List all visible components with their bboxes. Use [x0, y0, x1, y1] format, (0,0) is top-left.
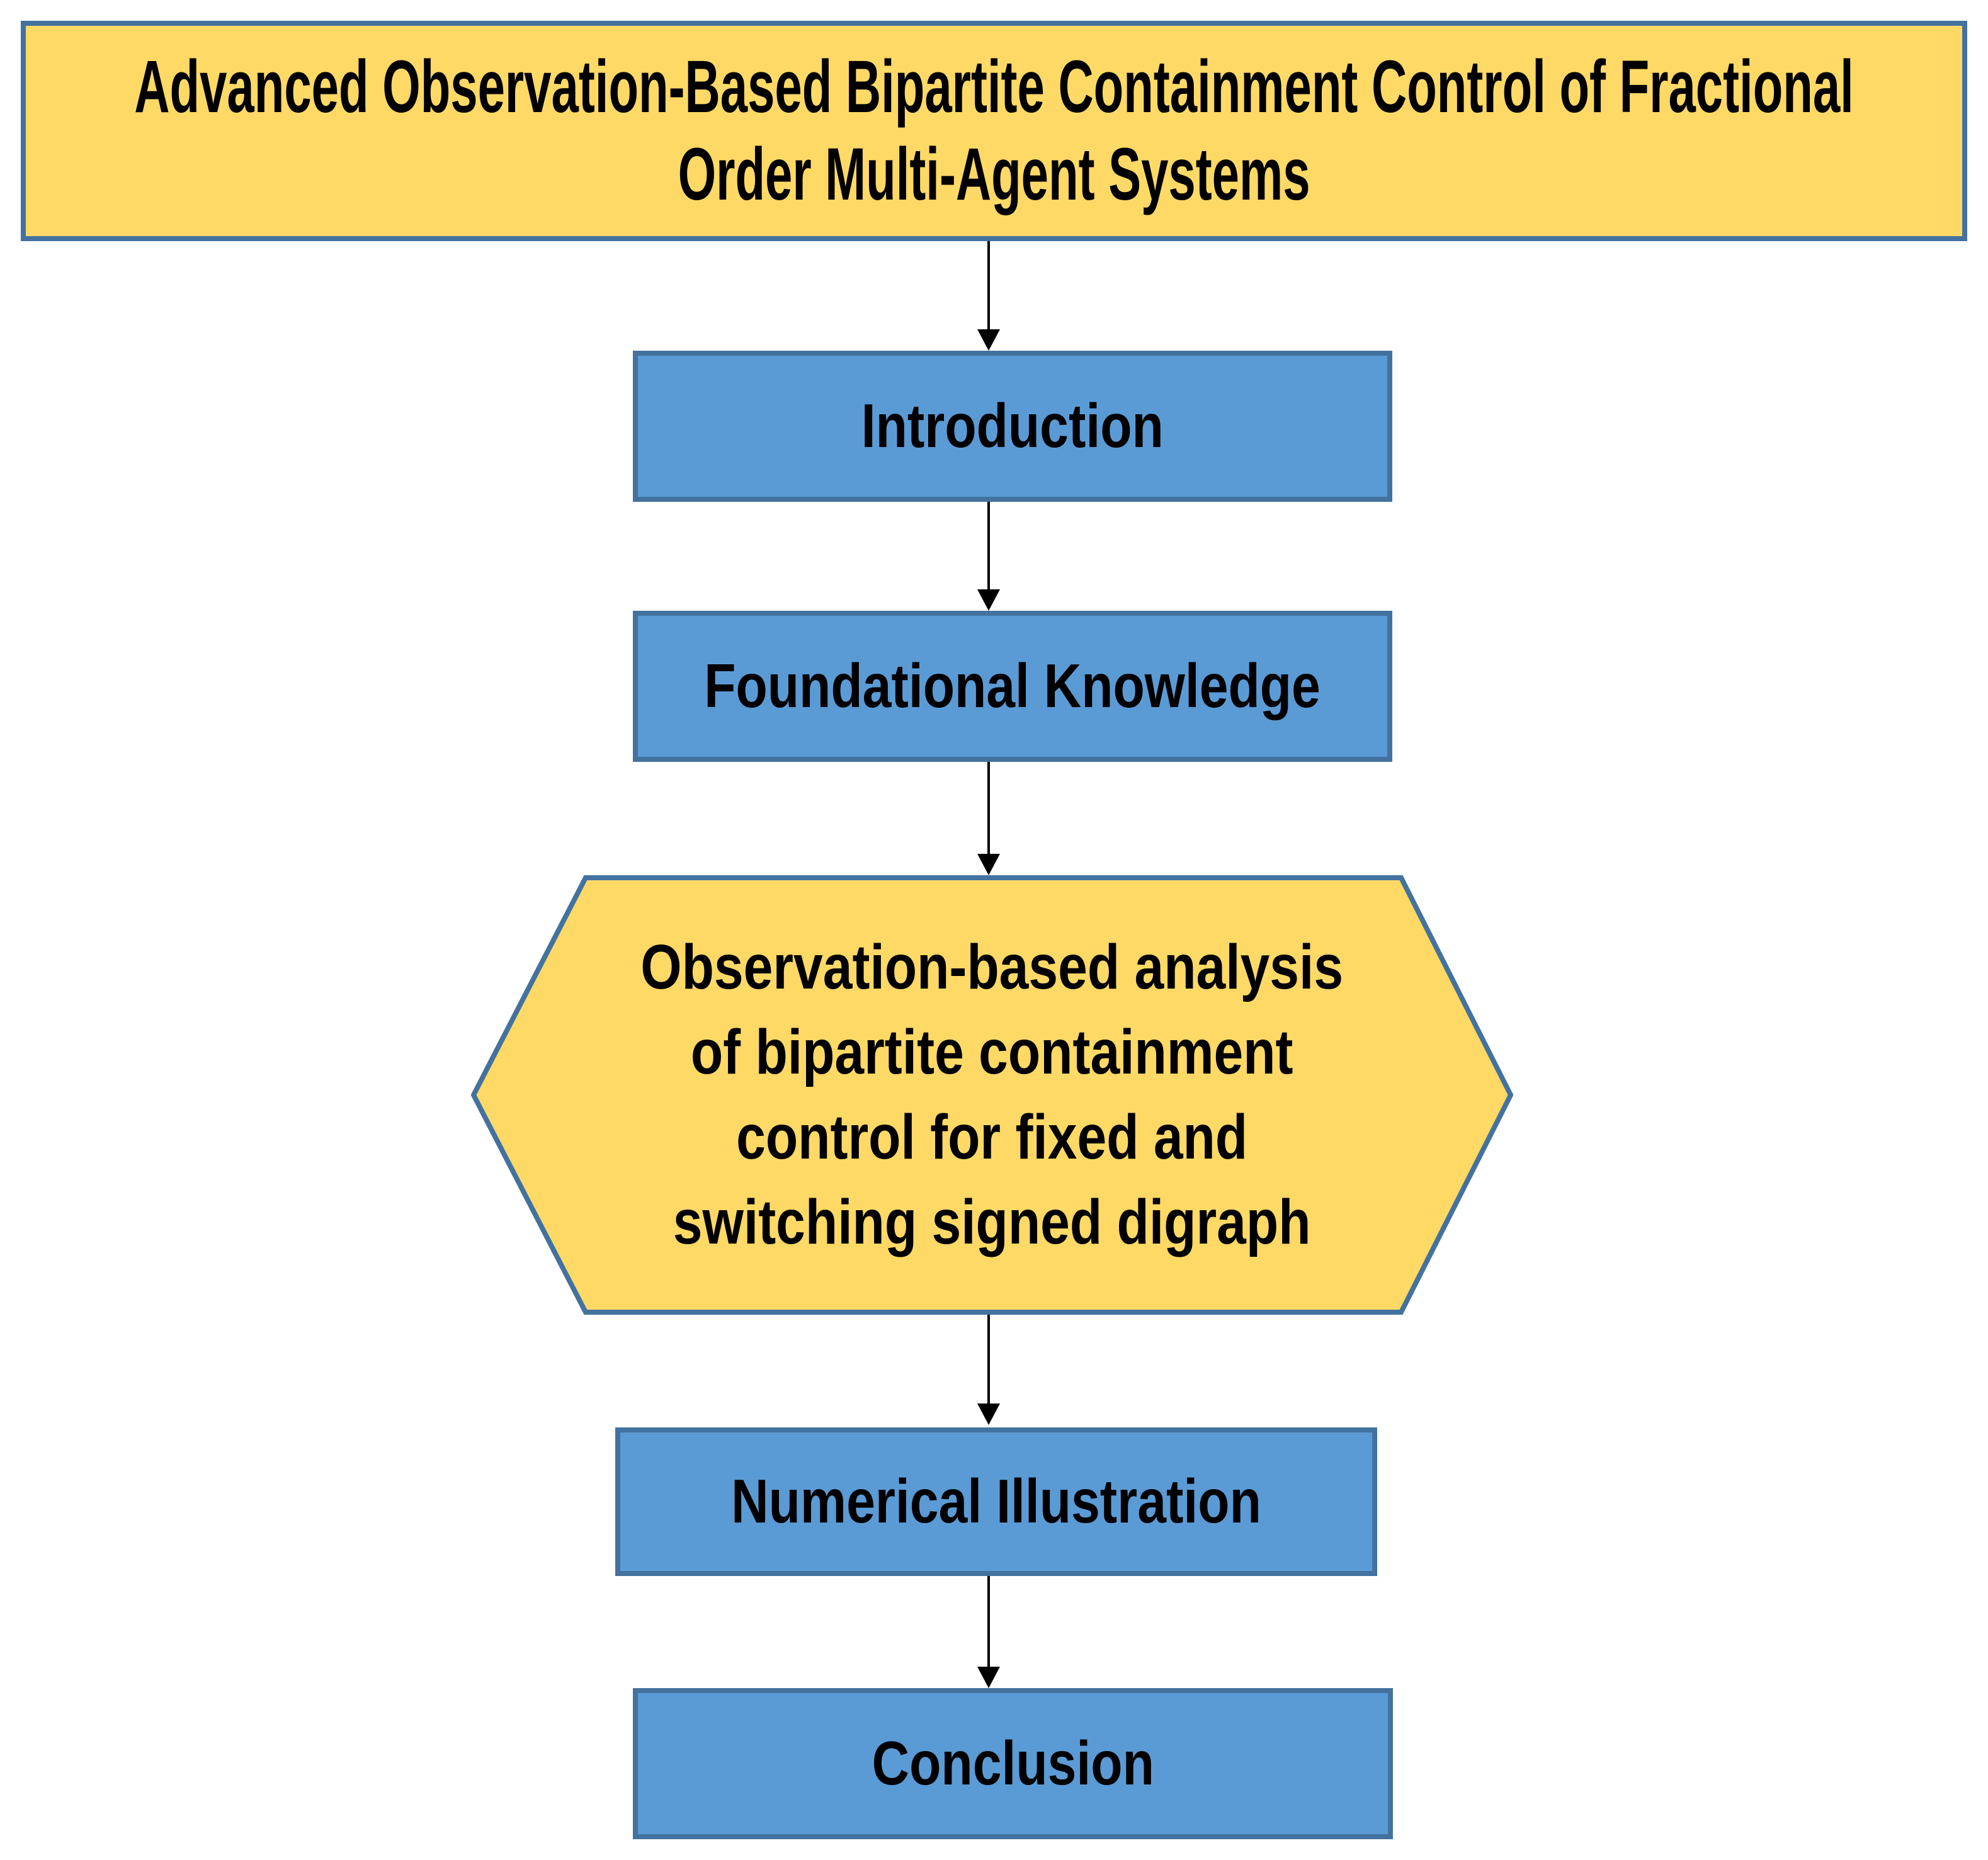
- arrow-observation-to-numerical: [977, 1315, 1000, 1425]
- arrow-shaft: [987, 762, 990, 856]
- foundational-knowledge-label: Foundational Knowledge: [704, 651, 1321, 721]
- node-conclusion: Conclusion: [633, 1688, 1393, 1839]
- arrow-head-icon: [977, 1667, 1000, 1688]
- arrow-head-icon: [977, 329, 1000, 351]
- node-observation-analysis: Observation-based analysis of bipartite …: [471, 875, 1513, 1315]
- arrow-head-icon: [977, 854, 1000, 875]
- arrow-shaft: [987, 1315, 990, 1406]
- arrow-shaft: [987, 502, 990, 592]
- arrow-title-to-introduction: [977, 241, 1000, 351]
- arrow-introduction-to-foundational: [977, 502, 1000, 611]
- numerical-illustration-label: Numerical Illustration: [731, 1466, 1261, 1536]
- arrow-shaft: [987, 241, 990, 332]
- hexagon-polygon: [471, 875, 1513, 1315]
- title-banner-label: Advanced Observation-Based Bipartite Con…: [134, 45, 1854, 216]
- node-foundational-knowledge: Foundational Knowledge: [633, 611, 1392, 762]
- arrow-foundational-to-observation: [977, 762, 1000, 875]
- hexagon-text-layer: Observation-based analysis of bipartite …: [471, 875, 1513, 1315]
- node-introduction: Introduction: [633, 351, 1392, 502]
- conclusion-label: Conclusion: [872, 1728, 1154, 1798]
- node-numerical-illustration: Numerical Illustration: [615, 1427, 1377, 1576]
- arrow-head-icon: [977, 1404, 1000, 1425]
- arrow-shaft: [987, 1576, 990, 1669]
- arrow-head-icon: [977, 589, 1000, 611]
- arrow-numerical-to-conclusion: [977, 1576, 1000, 1688]
- hexagon-shape: [471, 875, 1513, 1315]
- node-title-banner: Advanced Observation-Based Bipartite Con…: [21, 21, 1967, 241]
- introduction-label: Introduction: [861, 391, 1164, 461]
- observation-analysis-label: Observation-based analysis of bipartite …: [640, 932, 1344, 1257]
